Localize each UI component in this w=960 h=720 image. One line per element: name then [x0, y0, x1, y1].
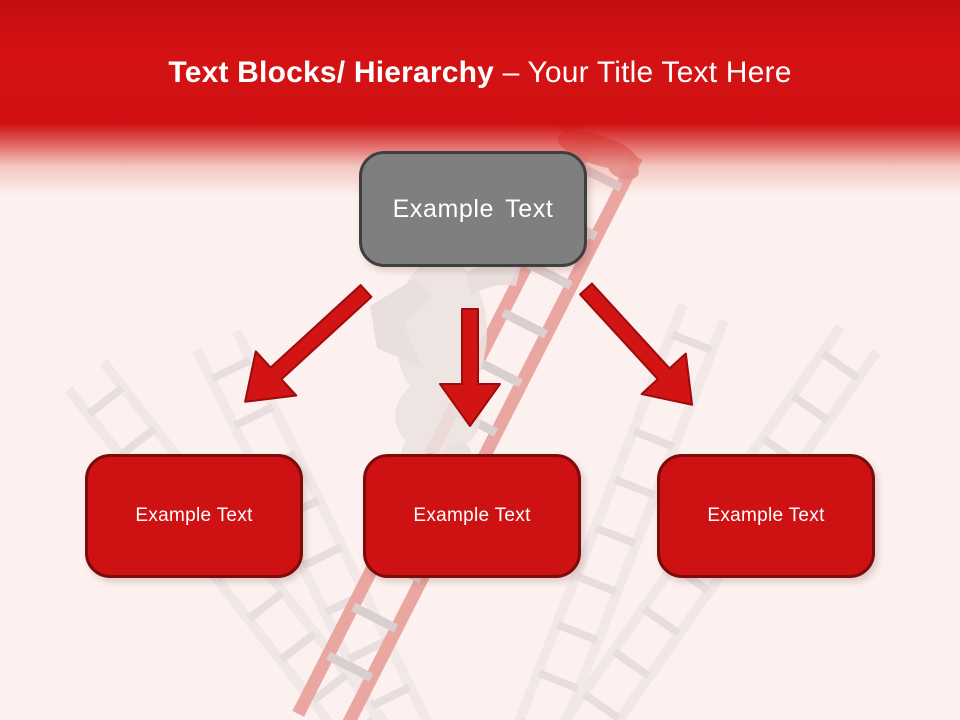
slide-title[interactable]: Text Blocks/ Hierarchy – Your Title Text…: [0, 54, 960, 92]
child-text-block-3-label: Example Text: [707, 505, 825, 526]
slide-title-regular: – Your Title Text Here: [494, 56, 792, 89]
child-text-block-2[interactable]: Example Text: [363, 454, 581, 578]
child-text-block-1[interactable]: Example Text: [85, 454, 303, 578]
root-text-block[interactable]: Example Text: [359, 151, 587, 267]
root-text-block-label: Example Text: [392, 194, 554, 223]
child-text-block-1-label: Example Text: [135, 505, 253, 526]
child-text-block-2-label: Example Text: [413, 505, 531, 526]
arrow-down-right-icon[interactable]: [564, 269, 714, 425]
arrow-down-icon[interactable]: [439, 308, 501, 427]
slide-title-bold: Text Blocks/ Hierarchy: [168, 56, 495, 89]
child-text-block-3[interactable]: Example Text: [657, 454, 875, 578]
arrow-down-left-icon[interactable]: [225, 269, 386, 424]
